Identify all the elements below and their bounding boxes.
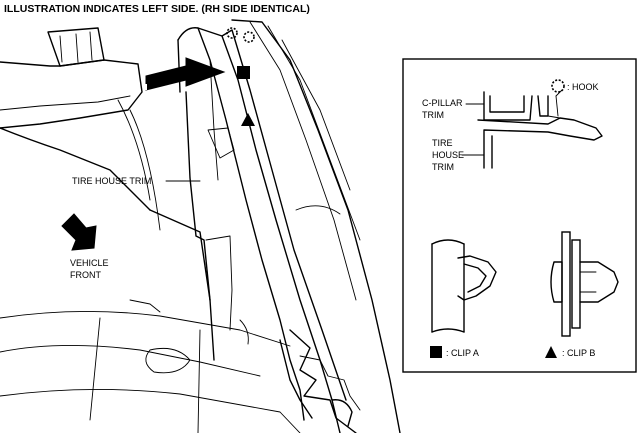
clip-a-legend-icon <box>430 346 442 358</box>
vehicle-front-label-line2: FRONT <box>70 270 101 280</box>
tire-house-label-line1: TIRE <box>432 138 453 148</box>
c-pillar-trim-label-line2: TRIM <box>422 110 444 120</box>
tire-house-label-line3: TRIM <box>432 162 454 172</box>
hook-markers-main <box>226 27 255 43</box>
vehicle-front-label-line1: VEHICLE <box>70 258 109 268</box>
hook-legend-label: : HOOK <box>567 82 599 92</box>
clip-b-drawing <box>550 231 619 337</box>
tire-house-label-line2: HOUSE <box>432 150 464 160</box>
vehicle-front-arrow <box>61 213 97 251</box>
vehicle-interior-drawing <box>0 19 401 433</box>
c-pillar-trim-label-line1: C-PILLAR <box>422 98 463 108</box>
clip-b-legend-icon <box>545 346 557 358</box>
trim-cross-section <box>477 89 603 169</box>
clip-b-marker-main <box>241 113 255 126</box>
tire-house-trim-label: TIRE HOUSE TRIM <box>72 176 151 186</box>
hook-legend-icon <box>551 79 565 93</box>
clip-a-legend-label: : CLIP A <box>446 348 479 358</box>
clip-a-drawing <box>431 239 497 333</box>
clip-a-marker-main <box>237 66 250 79</box>
detail-box <box>402 58 637 373</box>
clip-b-legend-label: : CLIP B <box>562 348 595 358</box>
illustration-title: ILLUSTRATION INDICATES LEFT SIDE. (RH SI… <box>4 3 310 15</box>
removal-direction-arrow <box>145 57 226 91</box>
